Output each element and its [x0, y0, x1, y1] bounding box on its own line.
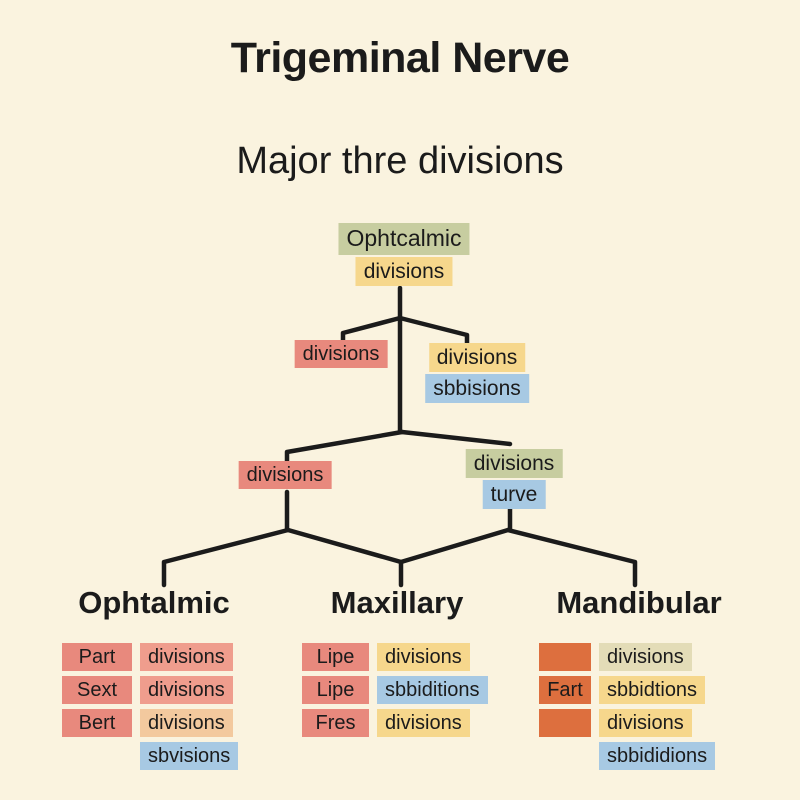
row-right-badge: divisions: [599, 643, 692, 671]
page-subtitle: Major thre divisions: [236, 140, 564, 182]
row-right-badge: sbbidtions: [599, 676, 706, 704]
row-left-badge: [539, 709, 591, 737]
list-row: divisions: [539, 709, 715, 737]
row-left-badge: Sext: [62, 676, 132, 704]
row-right-badge: divisions: [140, 676, 233, 704]
row-left-badge: Fart: [539, 676, 591, 704]
row-right-badge: sbbiditions: [377, 676, 488, 704]
level1-right-node: divisions sbbisions: [425, 343, 529, 404]
branch-heading-maxillary: Maxillary: [330, 585, 464, 620]
list-row: sbvisions: [62, 742, 239, 770]
list-row: Part divisions: [62, 643, 238, 671]
connector-to-ophtalmic: [161, 527, 291, 588]
connector-branch2-left: [284, 429, 405, 464]
connector-to-mandibular: [505, 527, 638, 588]
connector-left-to-middle: [285, 527, 404, 565]
level2-right-node: divisions turve: [465, 449, 563, 510]
list-row: Sext divisions: [62, 676, 238, 704]
row-right-badge: divisions: [140, 709, 233, 737]
row-right-badge: divisions: [599, 709, 692, 737]
list-row: divisions: [539, 643, 715, 671]
connector-right-to-middle: [398, 527, 511, 565]
connector-branch1-right: [397, 315, 470, 349]
level2-left-label: divisions: [238, 461, 332, 489]
connector-branch2-right: [399, 429, 513, 447]
branch-heading-mandibular: Mandibular: [556, 585, 722, 620]
list-row: Fart sbbidtions: [539, 676, 715, 704]
row-right-badge: sbbididions: [599, 742, 716, 770]
list-row: Lipe divisions: [302, 643, 488, 671]
level2-right-sublabel: turve: [482, 480, 546, 510]
list-row: Lipe sbbiditions: [302, 676, 488, 704]
row-right-badge: sbvisions: [140, 742, 239, 770]
level1-right-sublabel: sbbisions: [425, 374, 529, 404]
row-right-badge: divisions: [377, 643, 470, 671]
row-left-badge: Part: [62, 643, 132, 671]
root-node-sublabel: divisions: [355, 256, 453, 286]
branch-heading-ophtalmic: Ophtalmic: [78, 585, 230, 620]
row-left-badge: Fres: [302, 709, 369, 737]
root-node-label: Ophtcalmic: [338, 223, 470, 255]
row-left-badge: Lipe: [302, 643, 369, 671]
row-left-badge: Bert: [62, 709, 132, 737]
row-right-badge: divisions: [140, 643, 233, 671]
tree-root-node: Ophtcalmic divisions: [338, 223, 470, 286]
list-row: Bert divisions: [62, 709, 238, 737]
level1-right-label: divisions: [428, 343, 526, 373]
list-row: Fres divisions: [302, 709, 488, 737]
level1-left-label: divisions: [294, 340, 388, 368]
row-right-badge: divisions: [377, 709, 470, 737]
level2-right-label: divisions: [465, 449, 563, 479]
list-row: sbbididions: [539, 742, 716, 770]
row-left-badge: [539, 643, 591, 671]
page-title: Trigeminal Nerve: [230, 34, 570, 82]
row-left-badge: Lipe: [302, 676, 369, 704]
